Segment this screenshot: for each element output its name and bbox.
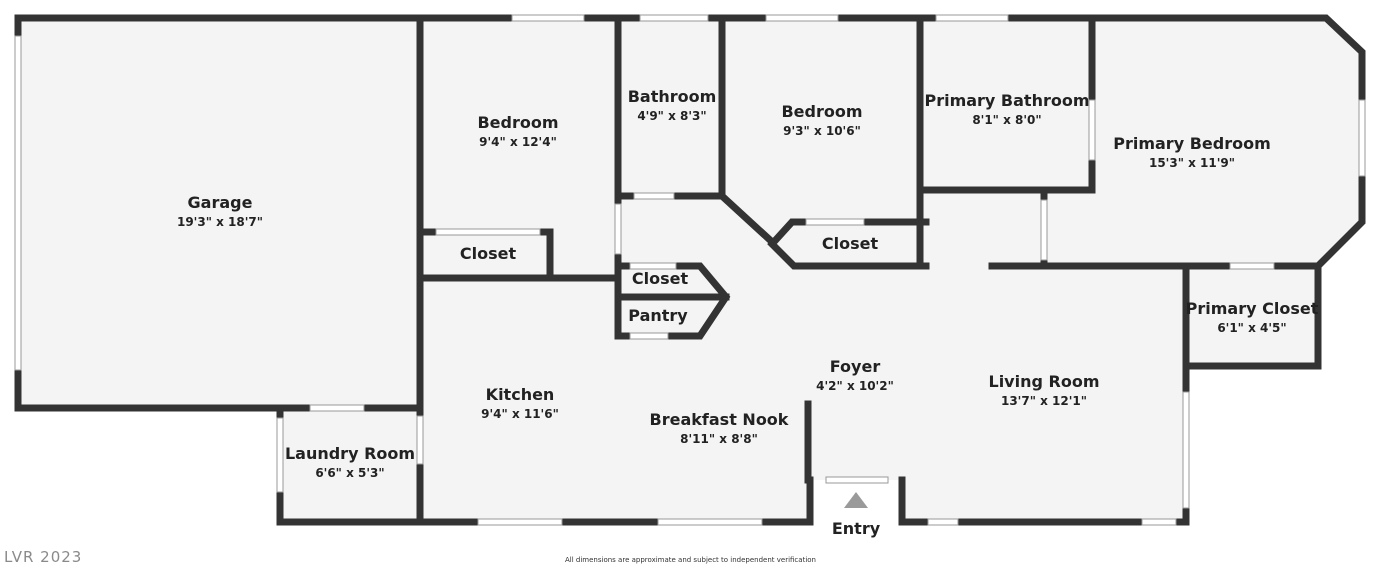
walls <box>14 14 1366 526</box>
room-name: Closet <box>822 234 879 253</box>
room-name: Closet <box>460 244 517 263</box>
room-name: Pantry <box>628 306 688 325</box>
room-name: Closet <box>632 269 689 288</box>
watermark: LVR 2023 <box>4 548 83 566</box>
entry-label: Entry <box>832 519 881 538</box>
room-name: Breakfast Nook <box>650 410 789 429</box>
room-dims: 6'1" x 4'5" <box>1217 321 1286 335</box>
room-dims: 15'3" x 11'9" <box>1149 156 1235 170</box>
room-name: Bathroom <box>628 87 717 106</box>
room-labels: Garage 19'3" x 18'7" Bedroom 9'4" x 12'4… <box>177 87 1319 538</box>
room-dims: 13'7" x 12'1" <box>1001 394 1087 408</box>
room-dims: 6'6" x 5'3" <box>315 466 384 480</box>
entry-arrow-icon <box>844 492 868 508</box>
room-name: Bedroom <box>477 113 558 132</box>
room-dims: 19'3" x 18'7" <box>177 215 263 229</box>
room-name: Kitchen <box>486 385 555 404</box>
room-name: Primary Closet <box>1186 299 1319 318</box>
room-dims: 9'3" x 10'6" <box>783 124 861 138</box>
room-name: Garage <box>188 193 253 212</box>
room-name: Primary Bedroom <box>1113 134 1271 153</box>
room-name: Bedroom <box>781 102 862 121</box>
room-name: Laundry Room <box>285 444 415 463</box>
room-dims: 9'4" x 12'4" <box>479 135 557 149</box>
room-dims: 9'4" x 11'6" <box>481 407 559 421</box>
room-name: Primary Bathroom <box>924 91 1089 110</box>
room-dims: 4'2" x 10'2" <box>816 379 894 393</box>
room-name: Living Room <box>989 372 1100 391</box>
room-dims: 4'9" x 8'3" <box>637 109 706 123</box>
windows <box>14 14 1366 526</box>
room-name: Foyer <box>830 357 881 376</box>
room-dims: 8'11" x 8'8" <box>680 432 758 446</box>
room-dims: 8'1" x 8'0" <box>972 113 1041 127</box>
disclaimer-text: All dimensions are approximate and subje… <box>565 556 816 564</box>
